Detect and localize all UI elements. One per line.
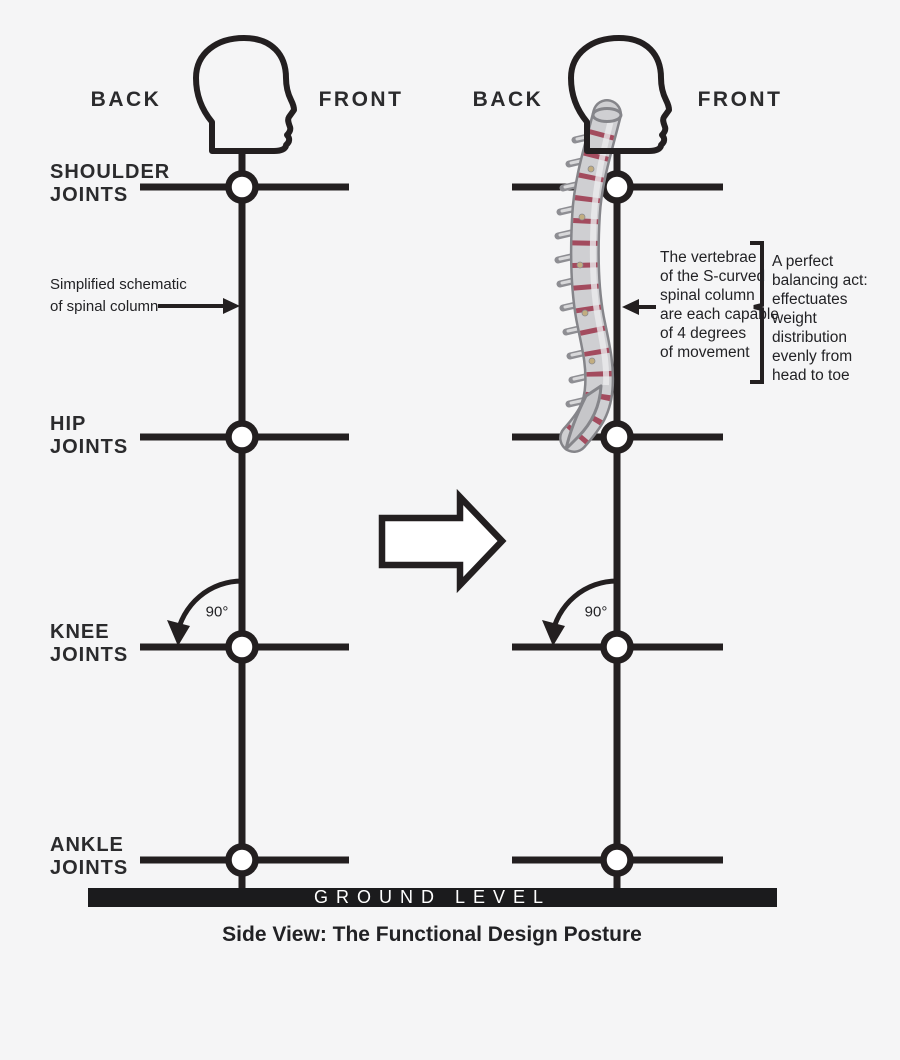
shoulder-joints-label: SHOULDER JOINTS	[50, 161, 171, 206]
ankle-joints-label: ANKLE JOINTS	[50, 834, 129, 879]
spine-note-arrow-icon	[622, 299, 656, 315]
balancing-act-note: A perfect balancing act: effectuates wei…	[772, 253, 868, 384]
left-note-arrow-icon	[158, 298, 240, 314]
hip-joint-circle	[600, 420, 634, 454]
shoulder-joint-circle	[600, 170, 634, 204]
knee-angle-arrowhead-icon	[167, 620, 190, 646]
figure-right-overlays	[542, 38, 669, 646]
front-label-right: FRONT	[697, 88, 783, 111]
back-label-left: BACK	[90, 88, 162, 111]
knee-joints-label: KNEE JOINTS	[50, 621, 129, 666]
knee-joint-circle	[225, 630, 259, 664]
front-label-left: FRONT	[318, 88, 404, 111]
diagram-caption: Side View: The Functional Design Posture	[222, 923, 642, 946]
spine-illustration	[554, 99, 623, 453]
balance-note-bracket	[750, 241, 764, 384]
knee-angle-value-left: 90°	[205, 603, 229, 621]
transform-arrow-icon	[378, 488, 507, 594]
simplified-schematic-note: Simplified schematic of spinal column	[50, 276, 187, 315]
sacrum-tailbone	[564, 384, 603, 451]
spine-highlight	[589, 119, 614, 386]
shoulder-joint-circle	[225, 170, 259, 204]
knee-angle-arrowhead-icon	[542, 620, 565, 646]
head-outline	[196, 38, 294, 151]
hip-joint-circle	[225, 420, 259, 454]
knee-angle-value-right: 90°	[584, 603, 608, 621]
ankle-joint-circle	[600, 843, 634, 877]
figure-right-posture	[512, 150, 723, 888]
ground-level-bar	[88, 888, 777, 907]
ground-level-label: GROUND LEVEL	[313, 887, 552, 907]
head-outline	[571, 38, 669, 151]
hip-joints-label: HIP JOINTS	[50, 413, 129, 458]
knee-joint-circle	[600, 630, 634, 664]
vertebrae-note: The vertebrae of the S-curved spinal col…	[660, 249, 779, 361]
atlas-vertebra	[591, 107, 623, 123]
back-label-right: BACK	[472, 88, 544, 111]
ankle-joint-circle	[225, 843, 259, 877]
figure-left-schematic	[140, 38, 349, 888]
